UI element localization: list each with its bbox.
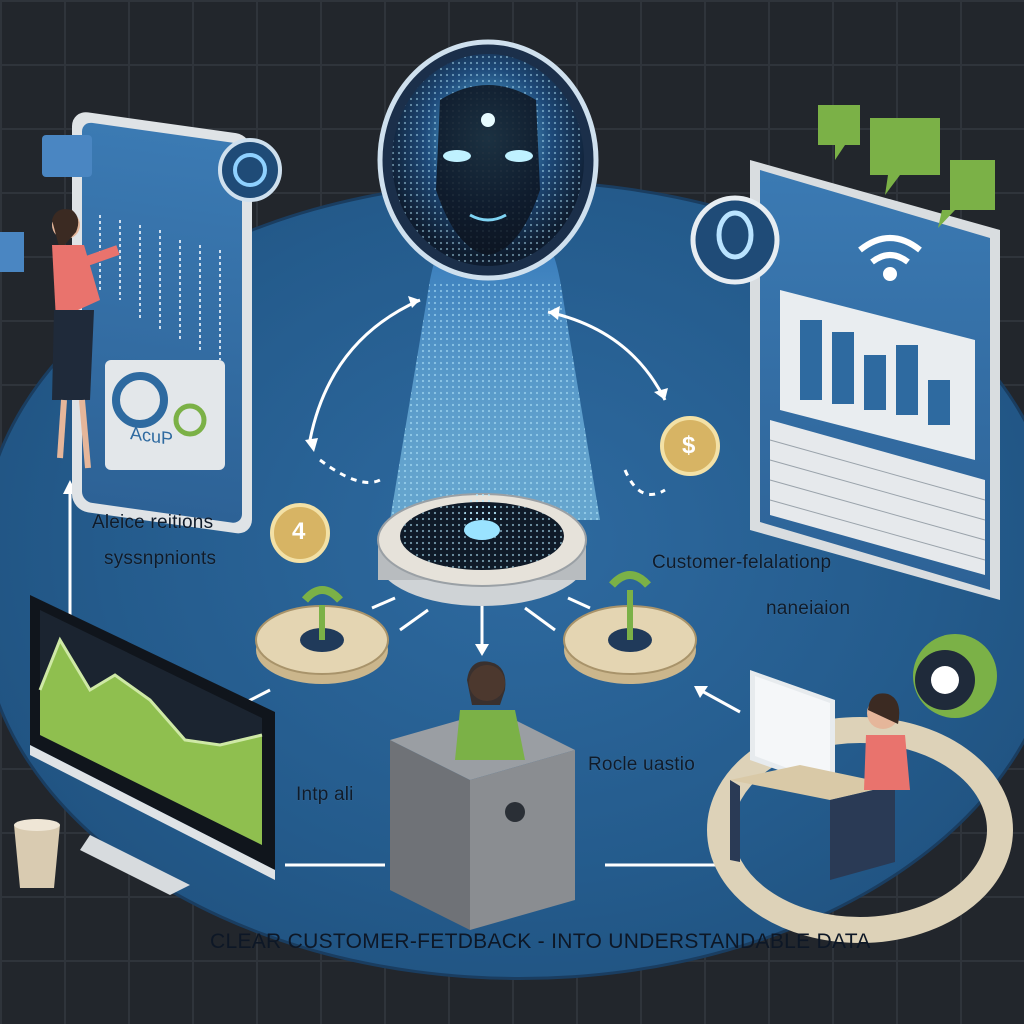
ai-head-icon [377,39,600,520]
label-left-top-1: Aleice reitions [92,512,214,533]
caption: Clear customer-fetdback - into understan… [210,930,871,953]
label-right-bottom: Rocle uastio [588,754,695,775]
phone-device [72,112,252,534]
monitor-chart [30,595,275,895]
speech-bubble-icon [818,105,995,228]
disc-right [563,571,697,684]
hub-base [377,490,587,606]
location-pin-icon [690,195,780,285]
badge-right: $ [682,432,696,459]
tablet-chart [750,160,1000,600]
location-pin-icon [218,138,282,202]
badge-left: 4 [292,518,306,545]
label-left-bottom: Intp ali [296,784,354,805]
cycle-arrows [308,298,667,496]
wifi-icon [858,235,922,281]
woman-standing [52,209,120,469]
disc-left [255,586,389,684]
dollar-coin-icon [660,416,720,476]
label-right-top-1: Customer-felalationp [652,552,832,573]
number-coin-icon [270,503,330,563]
gear-icon [913,634,997,718]
speech-bubble-icon [42,135,92,177]
box-woman [390,661,575,930]
label-right-top-2: naneiaion [766,598,851,619]
desk-worker [707,670,1013,943]
cup-icon [14,819,60,888]
label-left-top-2: syssnpnionts [104,548,217,569]
